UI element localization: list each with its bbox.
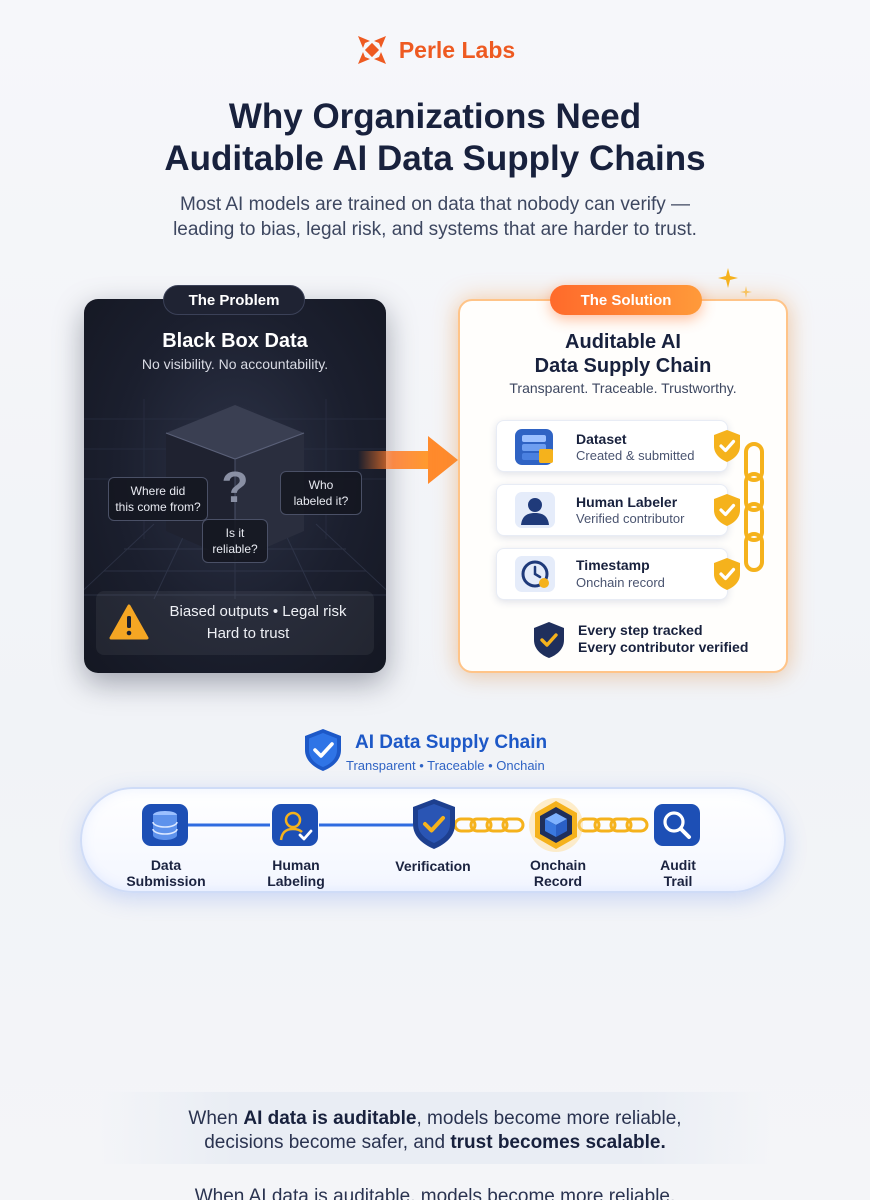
labeler-icon — [272, 804, 318, 846]
step-title: Dataset — [576, 431, 627, 447]
arrow-right-icon — [358, 436, 458, 484]
chain-node-label-submission: Data Submission — [126, 857, 206, 889]
shield-check-icon — [714, 494, 740, 526]
tracked-line-2: Every contributor verified — [578, 639, 749, 655]
chain-node-label-audit: Audit Trail — [660, 857, 696, 889]
tracked-line-1: Every step tracked — [578, 622, 703, 638]
question-bubble-source: Where did this come from? — [108, 477, 208, 521]
problem-title: Black Box Data — [162, 330, 308, 352]
warning-icon — [109, 604, 149, 640]
magnifier-icon — [654, 804, 700, 846]
solution-title: Auditable AI Data Supply Chain — [534, 331, 712, 377]
step-title: Timestamp — [576, 557, 650, 573]
chain-connectors — [187, 817, 649, 833]
database-icon — [142, 804, 188, 846]
perle-logo-icon — [357, 36, 386, 64]
problem-pill: The Problem — [163, 285, 305, 315]
footer-ghost-text: When AI data is auditable, models become… — [194, 1186, 676, 1200]
step-desc: Onchain record — [576, 575, 665, 590]
title-line-1: Why Organizations Need — [228, 97, 642, 136]
subtitle-line-1: Most AI models are trained on data that … — [179, 194, 691, 215]
sparkle-icon — [718, 268, 752, 298]
shield-check-icon — [714, 558, 740, 590]
risk-bar — [96, 591, 374, 655]
step-desc: Verified contributor — [576, 511, 685, 526]
solution-pill: The Solution — [550, 285, 702, 315]
footer-message: When AI data is auditable, models become… — [188, 1108, 682, 1153]
step-title: Human Labeler — [576, 494, 678, 510]
cube-icon — [529, 798, 583, 852]
shield-check-dark-icon — [534, 622, 564, 658]
subtitle-line-2: leading to bias, legal risk, and systems… — [173, 219, 697, 240]
step-desc: Created & submitted — [576, 448, 695, 463]
person-icon — [515, 492, 555, 528]
brand-header: Perle Labs — [0, 30, 870, 70]
black-box-illustration: ? — [84, 399, 386, 600]
chain-link-icon — [744, 442, 764, 572]
question-bubble-labeler: Who labeled it? — [280, 471, 362, 515]
footer-band — [100, 1092, 770, 1164]
risk-text-line-2: Hard to trust — [206, 625, 290, 642]
svg-text:?: ? — [222, 463, 249, 512]
title-line-2: Auditable AI Data Supply Chains — [164, 139, 706, 178]
question-bubble-reliable: Is it reliable? — [202, 519, 268, 563]
chain-title: AI Data Supply Chain — [355, 732, 548, 753]
clock-icon — [515, 556, 555, 592]
page-title: Why Organizations Need Auditable AI Data… — [0, 96, 870, 180]
shield-check-icon — [413, 799, 455, 849]
risk-text-line-1: Biased outputs • Legal risk — [169, 603, 347, 620]
chain-subtitle: Transparent • Traceable • Onchain — [346, 758, 545, 773]
problem-subtitle: No visibility. No accountability. — [141, 356, 329, 372]
chain-node-label-verification: Verification — [395, 858, 471, 874]
chain-shield-icon — [305, 729, 341, 771]
chain-node-label-onchain: Onchain Record — [529, 857, 586, 889]
brand-name: Perle Labs — [398, 36, 516, 63]
page-subtitle: Most AI models are trained on data that … — [0, 192, 870, 242]
database-icon — [515, 429, 553, 465]
shield-check-icon — [714, 430, 740, 462]
chain-node-label-labeling: Human Labeling — [267, 857, 325, 889]
solution-subtitle: Transparent. Traceable. Trustworthy. — [509, 380, 737, 396]
